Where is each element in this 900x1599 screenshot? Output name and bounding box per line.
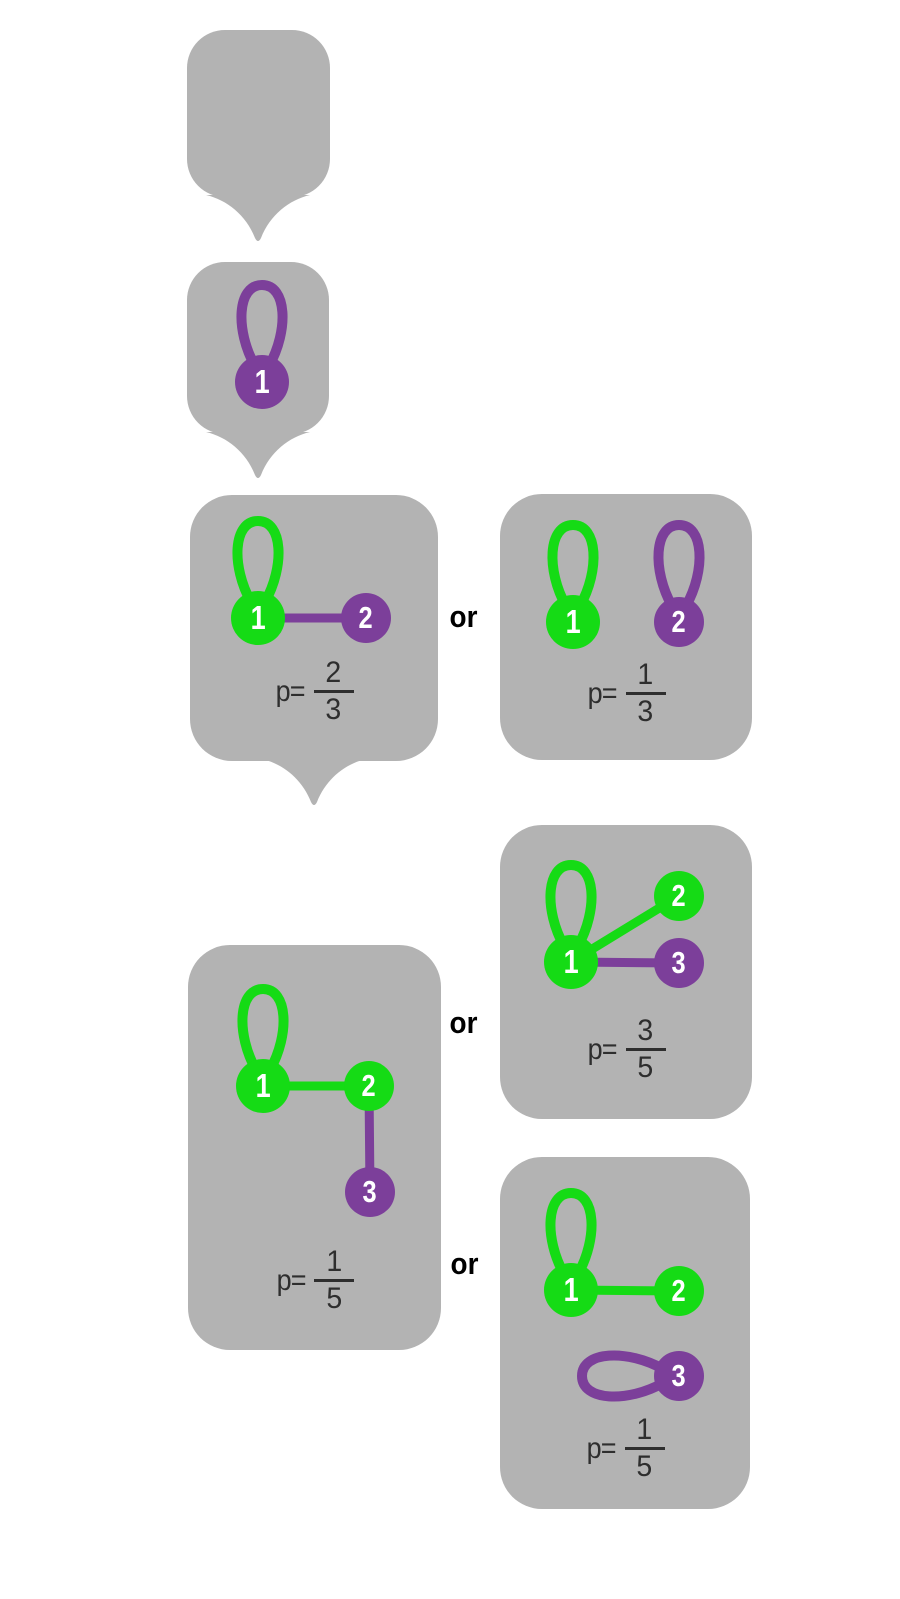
self-loop-node1-icon	[545, 1187, 597, 1279]
self-loop-node1-icon	[237, 983, 289, 1075]
probability-label: p= 1 5	[500, 1415, 750, 1482]
graph-node-2: 2	[341, 593, 391, 643]
graph-art	[236, 279, 288, 371]
fraction-bar	[624, 1447, 665, 1450]
self-loop-node2-icon	[653, 519, 705, 611]
or-separator-2: or	[449, 1005, 478, 1040]
self-loop-node1-icon	[547, 519, 599, 611]
fraction-bar	[625, 1048, 666, 1051]
fraction: 1 3	[625, 660, 666, 727]
graph-node-1: 1	[235, 355, 289, 409]
fraction-bar	[313, 690, 354, 693]
or-separator-3: or	[450, 1246, 479, 1281]
self-loop-node1-icon	[236, 279, 288, 371]
bubble-step1-node1-selfloop: 1	[187, 262, 329, 478]
bubble-step2-edge-1-2: 1 2 p= 2 3	[190, 495, 438, 805]
graph-node-1: 1	[546, 595, 600, 649]
self-loop-node1-icon	[545, 859, 597, 951]
probability-label: p= 2 3	[190, 658, 438, 725]
bubble-tail-icon	[262, 759, 366, 805]
graph-node-2: 2	[654, 871, 704, 921]
graph-node-3: 3	[654, 1351, 704, 1401]
fraction-bar	[625, 692, 666, 695]
probability-label: p= 1 5	[188, 1247, 441, 1314]
graph-node-3: 3	[654, 938, 704, 988]
fraction-bar	[314, 1279, 355, 1282]
probability-label: p= 1 3	[500, 660, 752, 727]
bubble-step2-two-selfloops: 1 2 p= 1 3	[500, 494, 752, 760]
fraction: 1 5	[624, 1415, 665, 1482]
self-loop-node1-icon	[232, 515, 284, 607]
graph-node-1: 1	[544, 935, 598, 989]
graph-node-1: 1	[231, 591, 285, 645]
bubble-step3-selfloop-3: 1 2 3 p= 1 5	[500, 1157, 750, 1509]
graph-node-2: 2	[654, 1266, 704, 1316]
or-separator-1: or	[449, 599, 478, 634]
fraction: 1 5	[314, 1247, 355, 1314]
fraction: 2 3	[313, 658, 354, 725]
fraction: 3 5	[625, 1016, 666, 1083]
graph-node-1: 1	[544, 1263, 598, 1317]
bubble-tail-icon	[206, 195, 310, 241]
graph-node-3: 3	[345, 1167, 395, 1217]
graph-art	[547, 519, 705, 611]
graph-node-1: 1	[236, 1059, 290, 1113]
graph-node-2: 2	[344, 1061, 394, 1111]
bubble-tail-icon	[206, 432, 310, 478]
bubble-start-empty	[187, 30, 330, 241]
bubble-step3-star: 1 2 3 p= 3 5	[500, 825, 752, 1119]
graph-node-2: 2	[654, 597, 704, 647]
probability-label: p= 3 5	[500, 1016, 752, 1083]
bubble-step3-path: 1 2 3 p= 1 5	[188, 945, 441, 1350]
self-loop-node3-icon	[576, 1350, 668, 1402]
